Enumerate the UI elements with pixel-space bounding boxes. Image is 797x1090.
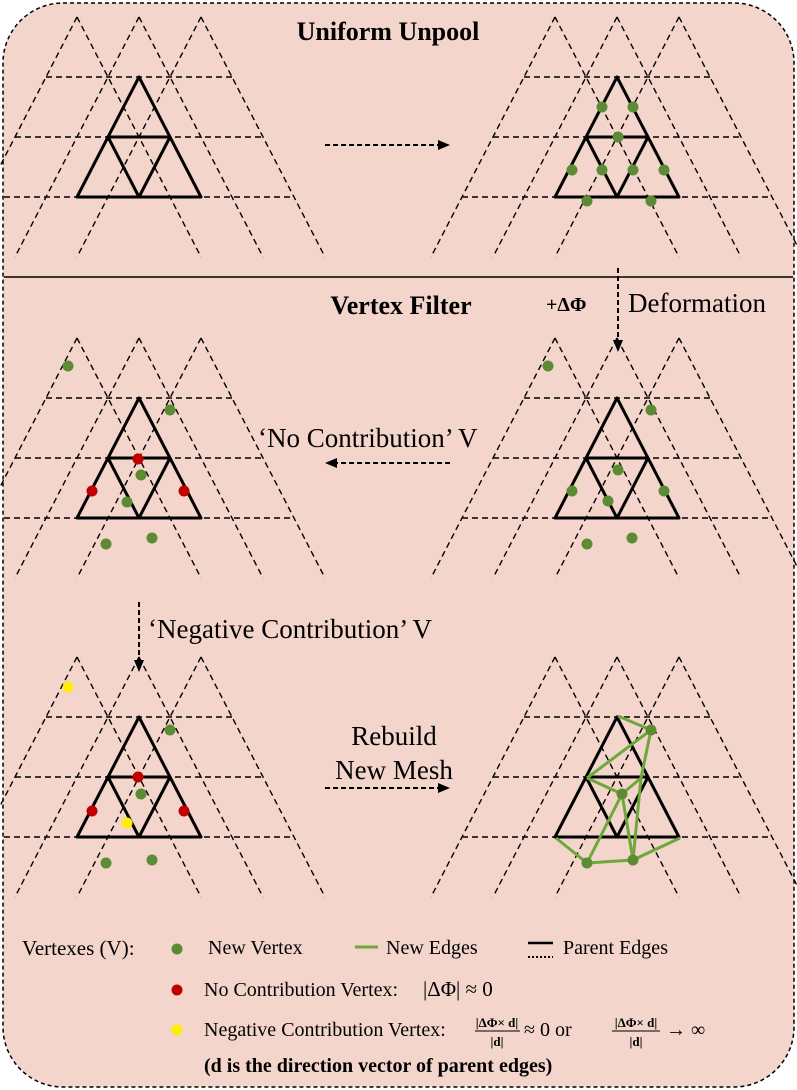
- dashed-mesh-edge: [678, 16, 797, 247]
- dashed-mesh-edge: [678, 656, 797, 887]
- new-vertex: [566, 485, 578, 497]
- new-vertex: [658, 164, 670, 176]
- parent-inner-triangle: [106, 135, 172, 199]
- no-contribution-vertex: [86, 805, 98, 817]
- negative-contribution-vertex: [121, 817, 133, 829]
- new-vertex: [146, 532, 158, 544]
- legend-no-contribution-dot: [171, 984, 183, 996]
- new-edge: [632, 836, 681, 862]
- new-vertex: [146, 854, 158, 866]
- dashed-mesh-edge: [200, 656, 326, 898]
- legend-parent-edges-label: Parent Edges: [563, 937, 668, 959]
- new-vertex: [596, 101, 608, 113]
- legend: Vertexes (V): New Vertex New Edges Paren…: [22, 936, 705, 1077]
- legend-negative-contribution-label: Negative Contribution Vertex:: [204, 1019, 446, 1041]
- new-vertex: [612, 131, 624, 143]
- new-vertex: [627, 164, 639, 176]
- new-edge: [631, 777, 643, 861]
- dashed-mesh-edge: [200, 337, 326, 579]
- new-vertex: [612, 464, 624, 476]
- legend-new-vertex-label: New Vertex: [208, 937, 303, 959]
- arrow-negative-contribution: [134, 602, 144, 672]
- arrow-unpool: [325, 140, 450, 150]
- rebuild-label-line2: New Mesh: [335, 755, 453, 785]
- legend-vertexes-label: Vertexes (V):: [22, 936, 135, 960]
- no-contribution-v-label: ‘No Contribution’ V: [258, 423, 478, 453]
- fraction-1-numerator: |ΔΦ× d|: [476, 1015, 519, 1030]
- no-contribution-vertex: [132, 771, 144, 783]
- legend-no-contribution-formula: |ΔΦ| ≈ 0: [423, 977, 493, 1001]
- mesh-panel-negative-contribution: [0, 656, 326, 898]
- new-edge: [586, 728, 652, 780]
- mesh-panel-unpooled: [430, 16, 797, 258]
- new-vertex: [581, 857, 593, 869]
- dashed-mesh-edge: [200, 16, 326, 258]
- new-edge: [585, 793, 624, 864]
- mesh-panel-deformed: [430, 337, 797, 579]
- no-contribution-vertex: [178, 805, 190, 817]
- new-vertex: [627, 854, 639, 866]
- new-vertex: [581, 538, 593, 550]
- deformation-label: Deformation: [628, 288, 766, 318]
- parent-inner-triangle: [584, 775, 650, 839]
- mesh-panel-rebuilt: [430, 656, 797, 898]
- new-vertex: [645, 195, 657, 207]
- arrow-no-contribution: [325, 458, 450, 468]
- new-vertex: [164, 724, 176, 736]
- new-edge: [555, 836, 588, 865]
- new-edge: [586, 776, 623, 796]
- no-contribution-vertex: [178, 485, 190, 497]
- legend-negative-contribution-dot: [171, 1024, 183, 1036]
- new-edge: [586, 858, 634, 865]
- new-vertex: [62, 360, 74, 372]
- new-vertex: [627, 101, 639, 113]
- approx-zero-or-text: ≈ 0 or: [524, 1019, 572, 1041]
- new-vertex: [100, 857, 112, 869]
- negative-contribution-vertex: [62, 681, 74, 693]
- delta-phi-label: +ΔΦ: [546, 294, 587, 316]
- dashed-mesh-edge: [678, 337, 797, 568]
- legend-new-edges-label: New Edges: [386, 937, 478, 959]
- no-contribution-vertex: [86, 485, 98, 497]
- negative-contribution-v-label: ‘Negative Contribution’ V: [148, 614, 432, 644]
- new-vertex: [658, 485, 670, 497]
- mesh-panel-original: [0, 16, 326, 258]
- fraction-1-denominator: |d|: [491, 1034, 504, 1049]
- no-contribution-vertex: [132, 453, 144, 465]
- uniform-unpool-title: Uniform Unpool: [297, 17, 480, 46]
- new-vertex: [626, 532, 638, 544]
- direction-note: (d is the direction vector of parent edg…: [204, 1055, 552, 1077]
- new-vertex: [616, 788, 628, 800]
- new-vertex: [566, 164, 578, 176]
- new-edge: [639, 729, 653, 779]
- new-vertex: [100, 538, 112, 550]
- fraction-2-denominator: |d|: [630, 1034, 643, 1049]
- new-vertex: [135, 788, 147, 800]
- vertex-filter-title: Vertex Filter: [330, 291, 471, 320]
- legend-no-contribution-label: No Contribution Vertex:: [204, 979, 398, 1001]
- rebuild-label-line1: Rebuild: [351, 721, 437, 751]
- new-vertex: [581, 195, 593, 207]
- new-edge: [620, 793, 635, 861]
- fraction-2-numerator: |ΔΦ× d|: [615, 1015, 658, 1030]
- parent-inner-triangle: [584, 456, 650, 520]
- mesh-panel-no-contribution: [0, 337, 326, 579]
- new-vertex: [602, 495, 614, 507]
- new-vertex: [645, 404, 657, 416]
- arrow-rebuild: [325, 783, 450, 793]
- new-vertex: [596, 164, 608, 176]
- tends-infinity-text: → ∞: [666, 1019, 705, 1041]
- legend-new-vertex-dot: [171, 943, 183, 955]
- arrow-deformation: [613, 268, 623, 352]
- new-vertex: [645, 724, 657, 736]
- new-vertex: [164, 404, 176, 416]
- new-vertex: [121, 496, 133, 508]
- new-edge: [617, 714, 652, 732]
- new-vertex: [135, 469, 147, 481]
- new-vertex: [542, 360, 554, 372]
